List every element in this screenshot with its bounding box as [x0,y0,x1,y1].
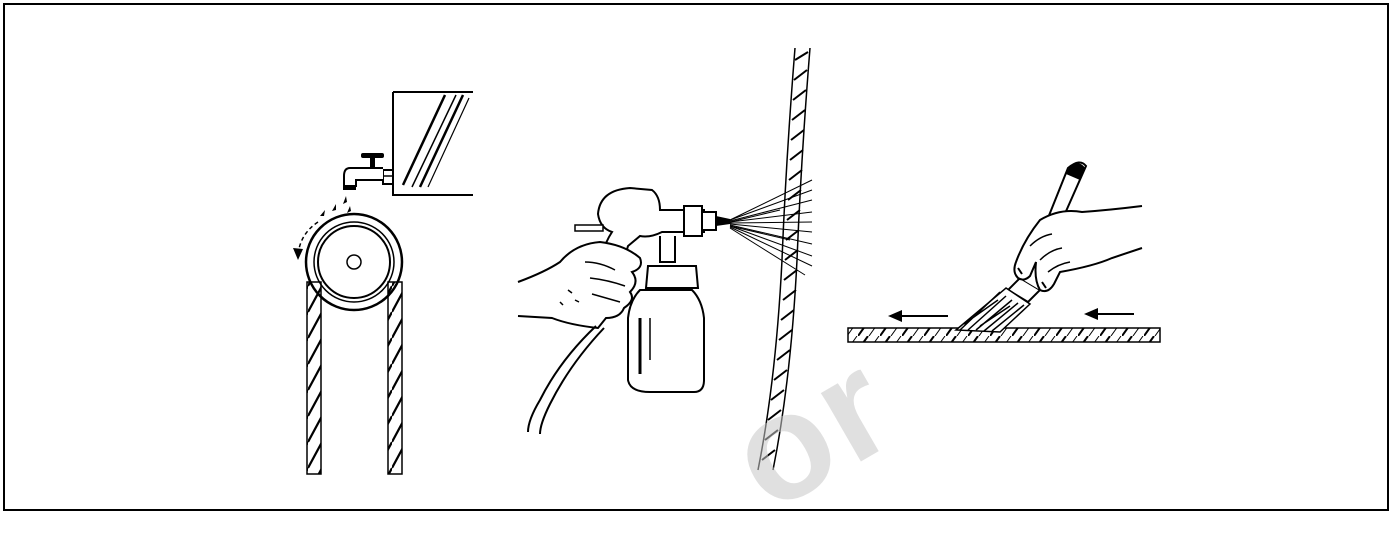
panel-brush [848,162,1160,342]
air-hose [528,326,604,434]
rope-horizontal [848,328,1160,342]
rope-vertical [758,48,810,470]
illustration-canvas [0,0,1395,516]
rope-right-leg [388,282,402,474]
panel-spray-gun [518,48,812,470]
arrow-left-icon [888,310,948,322]
panel-tap-pulley [293,92,473,474]
arrow-left-icon-2 [1084,308,1134,320]
tank [393,92,473,195]
paint-jar [628,266,704,392]
hand-holding-gun [518,242,641,328]
rope-left-leg [307,282,321,474]
drip-drops [320,196,351,216]
spray-mist [730,180,812,275]
tap-icon [343,153,393,190]
